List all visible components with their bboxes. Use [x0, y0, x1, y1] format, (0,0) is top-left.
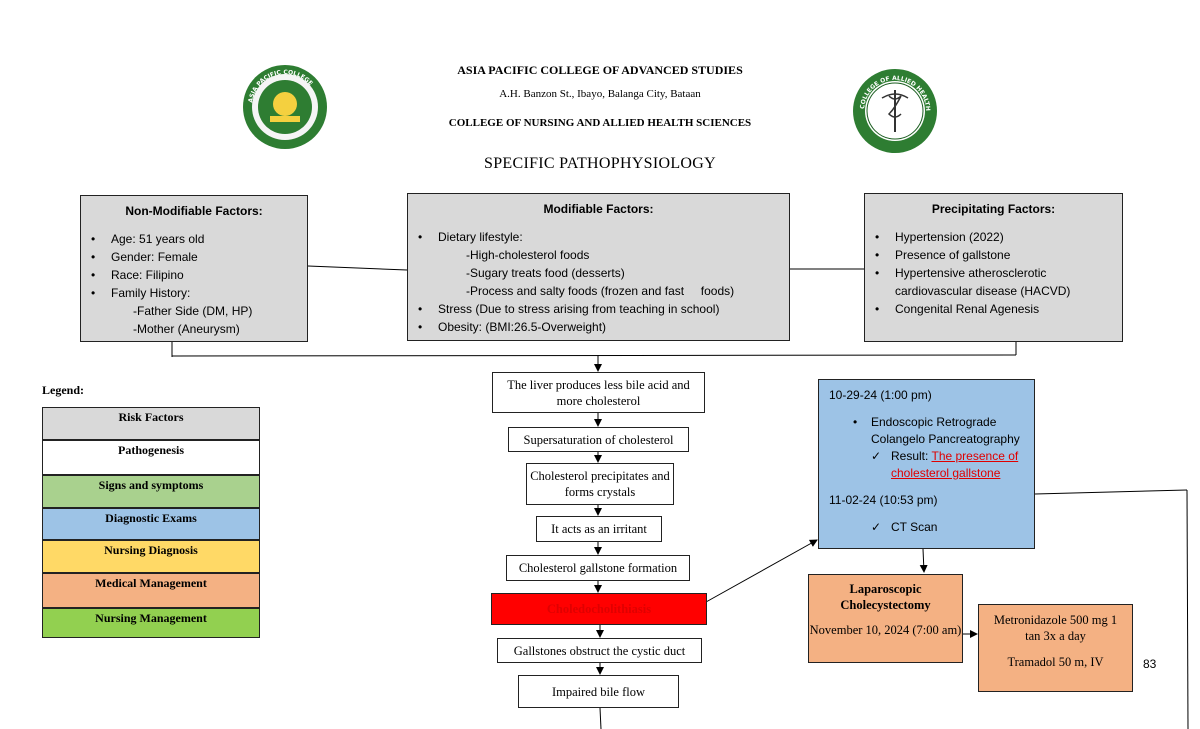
- flow-step-choledocholithiasis: Choledocholithiasis: [491, 593, 707, 625]
- diagnostic-exams-box: 10-29-24 (1:00 pm) • Endoscopic Retrogra…: [818, 379, 1035, 549]
- surgery-box: Laparoscopic Cholecystectomy November 10…: [808, 574, 963, 663]
- surgery-title: Laparoscopic Cholecystectomy: [840, 582, 931, 612]
- list-item: Family History:: [81, 284, 307, 302]
- list-subitem: -Father Side (DM, HP): [133, 304, 253, 318]
- legend-diagnostic-exams: Diagnostic Exams: [42, 508, 260, 540]
- list-subitem: -Sugary treats food (desserts): [466, 266, 625, 280]
- legend-medical-management: Medical Management: [42, 573, 260, 608]
- checkmark-icon: ✓: [871, 520, 882, 534]
- list-item: Gender: Female: [81, 248, 307, 266]
- checkmark-icon: ✓: [871, 449, 882, 463]
- legend-nursing-diagnosis: Nursing Diagnosis: [42, 540, 260, 573]
- flow-step-3: Cholesterol precipitates and forms cryst…: [526, 463, 674, 505]
- flow-step-8: Impaired bile flow: [518, 675, 679, 708]
- legend-signs-symptoms: Signs and symptoms: [42, 475, 260, 508]
- college-logo-left: ASIA PACIFIC COLLEGE: [242, 64, 328, 150]
- result-value: The presence of cholesterol gallstone: [891, 449, 1019, 480]
- college-logo-right: COLLEGE OF ALLIED HEALTH: [852, 68, 938, 154]
- medications-box: Metronidazole 500 mg 1 tan 3x a day Tram…: [978, 604, 1133, 692]
- exam-date-2: 11-02-24 (10:53 pm): [829, 493, 938, 507]
- medication-2: Tramadol 50 m, IV: [1007, 655, 1104, 669]
- legend-pathogenesis: Pathogenesis: [42, 440, 260, 475]
- bullet-icon: •: [853, 415, 858, 429]
- flow-step-7: Gallstones obstruct the cystic duct: [497, 638, 702, 663]
- list-item: Hypertension (2022): [865, 228, 1122, 246]
- list-item: Hypertensive atherosclerotic cardiovascu…: [865, 264, 1122, 300]
- list-item: Obesity: (BMI:26.5-Overweight): [408, 318, 789, 336]
- flow-step-5: Cholesterol gallstone formation: [506, 555, 690, 581]
- flow-step-2: Supersaturation of cholesterol: [508, 427, 689, 452]
- flow-step-4: It acts as an irritant: [536, 516, 662, 542]
- page-number: 83: [1143, 657, 1157, 671]
- medication-1: Metronidazole 500 mg 1 tan 3x a day: [993, 613, 1118, 643]
- flow-step-1: The liver produces less bile acid and mo…: [492, 372, 705, 413]
- result-label: Result:: [891, 449, 929, 463]
- list-item: Age: 51 years old: [81, 230, 307, 248]
- list-subitem: -Mother (Aneurysm): [133, 322, 240, 336]
- legend-label: Legend:: [42, 383, 84, 397]
- exam-date-1: 10-29-24 (1:00 pm): [829, 388, 932, 402]
- exam-name-1: Endoscopic Retrograde Colangelo Pancreat…: [871, 415, 1020, 446]
- list-subitem: -Process and salty foods (frozen and fas…: [466, 284, 735, 298]
- surgery-date: November 10, 2024 (7:00 am): [809, 623, 962, 637]
- list-item: Congenital Renal Agenesis: [865, 300, 1122, 318]
- legend-risk-factors: Risk Factors: [42, 407, 260, 440]
- non-modifiable-factors-box: Non-Modifiable Factors: Age: 51 years ol…: [80, 195, 308, 342]
- list-subitem: -High-cholesterol foods: [466, 248, 590, 262]
- exam-name-2: CT Scan: [891, 520, 938, 534]
- non-modifiable-title: Non-Modifiable Factors:: [125, 204, 263, 218]
- modifiable-title: Modifiable Factors:: [543, 202, 654, 216]
- precipitating-title: Precipitating Factors:: [931, 202, 1056, 216]
- institution-name: ASIA PACIFIC COLLEGE OF ADVANCED STUDIES: [457, 63, 743, 77]
- institution-address: A.H. Banzon St., Ibayo, Balanga City, Ba…: [499, 88, 701, 100]
- precipitating-factors-box: Precipitating Factors: Hypertension (202…: [864, 193, 1123, 342]
- list-item: Dietary lifestyle:: [408, 228, 789, 246]
- modifiable-factors-box: Modifiable Factors: Dietary lifestyle: -…: [407, 193, 790, 341]
- section-title: SPECIFIC PATHOPHYSIOLOGY: [484, 155, 716, 172]
- list-item: Presence of gallstone: [865, 246, 1122, 264]
- legend-nursing-management: Nursing Management: [42, 608, 260, 638]
- college-name: COLLEGE OF NURSING AND ALLIED HEALTH SCI…: [448, 117, 752, 129]
- list-item: Stress (Due to stress arising from teach…: [408, 300, 789, 318]
- list-item: Race: Filipino: [81, 266, 307, 284]
